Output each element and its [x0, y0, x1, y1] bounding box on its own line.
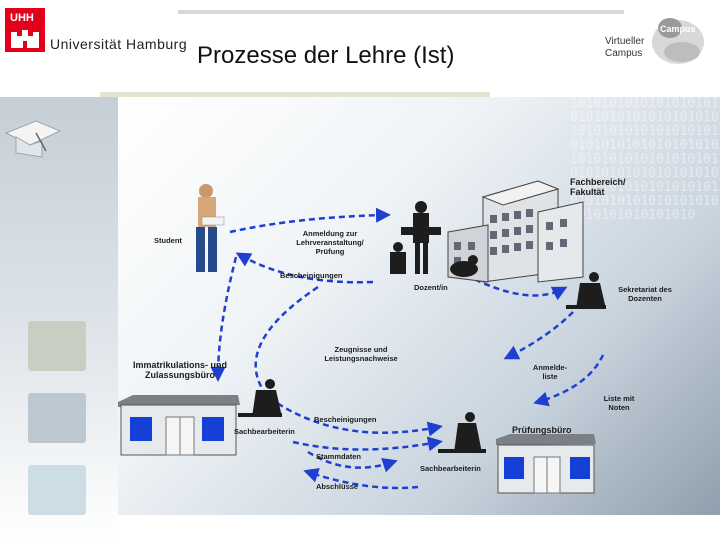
pruefungsbuero-building — [496, 434, 596, 494]
label-student: Student — [154, 236, 182, 245]
graduation-cap-icon — [4, 120, 62, 158]
virtual-campus-line-2: Campus — [605, 48, 643, 59]
arrow-anmeldeliste — [503, 311, 574, 360]
castle-icon — [11, 30, 39, 48]
sachbearbeiterin-left-figure — [238, 379, 282, 417]
sekretariat-figure — [566, 272, 606, 309]
arrow-stammdaten — [307, 450, 398, 473]
university-name: Universität Hamburg — [50, 36, 188, 52]
label-zeugnisse: Zeugnisse und Leistungsnachweise — [324, 345, 398, 363]
label-bescheinigungen-bottom: Bescheinigungen — [314, 415, 377, 424]
fachbereich-building — [447, 180, 584, 283]
nav-square-2[interactable] — [28, 393, 86, 443]
label-liste-noten: Liste mit Noten — [603, 394, 635, 412]
top-divider — [178, 10, 624, 14]
nav-square-1[interactable] — [28, 321, 86, 371]
virtual-campus-line-1: Virtueller — [605, 36, 645, 47]
virtual-campus-text: Virtueller Campus — [605, 36, 644, 60]
arrow-bescheinigungen-top — [235, 252, 374, 284]
label-immatrikulation: Immatrikulations- und Zulassungsbüro — [132, 360, 227, 380]
label-pruefungsbuero: Prüfungsbüro — [512, 425, 572, 435]
campus-logo-text: Campus — [660, 24, 696, 34]
arrow-student-immatrikulation — [210, 256, 238, 382]
label-fachbereich: Fachbereich/ Fakultät — [570, 177, 626, 197]
label-abschluesse: Abschlüsse — [316, 482, 359, 491]
nav-square-3[interactable] — [28, 465, 86, 515]
uhh-logo-text: UHH — [10, 12, 34, 24]
label-stammdaten: Stammdaten — [316, 452, 362, 461]
arrow-anmeldung — [229, 207, 391, 234]
left-sidebar — [0, 97, 118, 540]
label-sekretariat: Sekretariat des Dozenten — [618, 285, 672, 303]
label-dozent: Dozent/in — [414, 283, 448, 292]
process-diagram: 1010101010101010101010101010101010101010… — [118, 97, 720, 515]
uhh-logo: UHH — [5, 8, 45, 52]
dozent-figures — [390, 201, 478, 277]
diagram-canvas — [118, 180, 606, 494]
label-sachbearbeiterin-left: Sachbearbeiterin — [234, 427, 295, 436]
arrow-abschluesse — [303, 468, 419, 490]
label-anmeldung: Anmeldung zur Lehrveranstaltung/ Prüfung — [296, 229, 364, 256]
immatrikulation-building — [118, 395, 240, 456]
sachbearbeiterin-right-figure — [438, 412, 486, 453]
arrow-bescheinigungen-bottom — [292, 436, 443, 452]
label-sachbearbeiterin-right: Sachbearbeiterin — [420, 464, 481, 473]
student-figure — [196, 184, 225, 272]
label-bescheinigungen-top: Bescheinigungen — [280, 271, 343, 280]
binary-texture: 1010101010101010101010101010101010101010… — [570, 97, 719, 223]
arrow-liste-noten — [533, 354, 605, 407]
header: UHH Universität Hamburg Prozesse der Leh… — [0, 0, 720, 97]
bottom-divider — [100, 92, 490, 97]
page-title: Prozesse der Lehre (Ist) — [197, 42, 455, 69]
label-anmeldeliste: Anmelde- liste — [532, 363, 568, 381]
virtual-campus-logo: Campus — [652, 18, 704, 64]
